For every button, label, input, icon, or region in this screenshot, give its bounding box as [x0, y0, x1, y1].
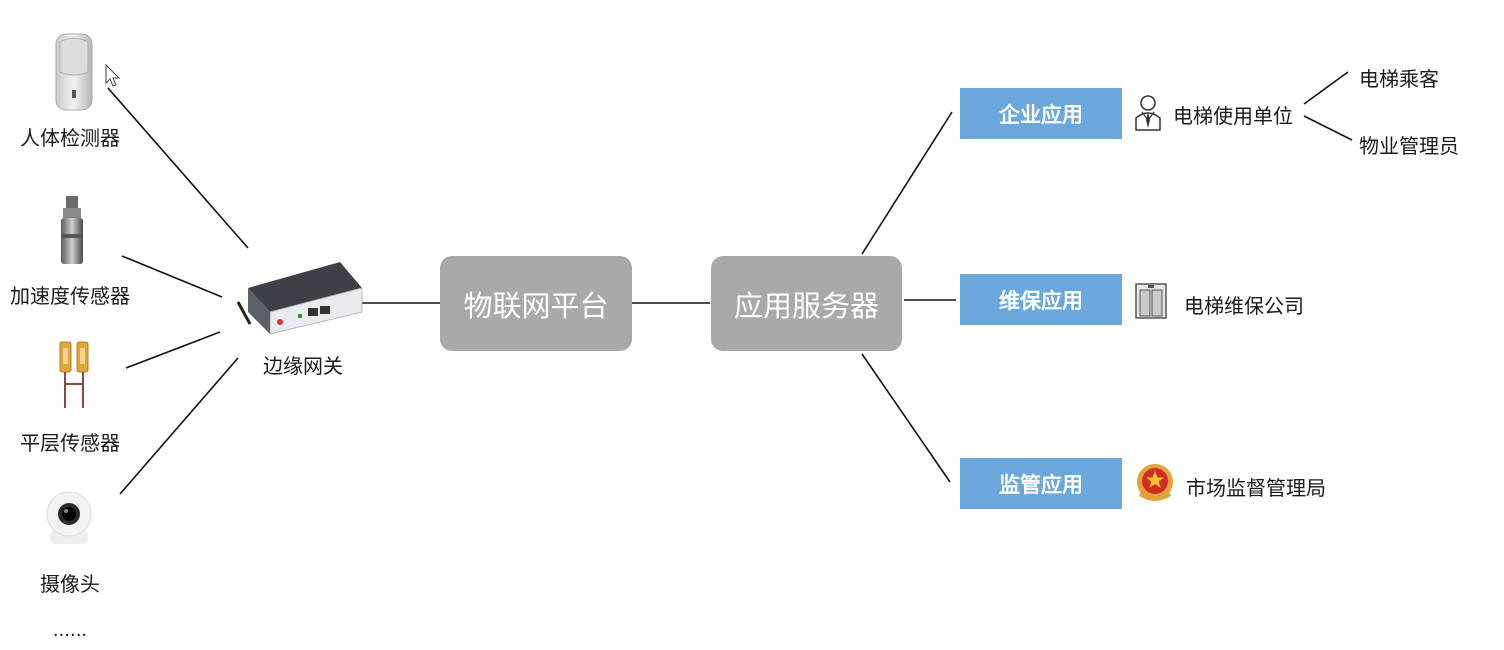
line-camera-gateway: [119, 357, 239, 495]
property-manager-label: 物业管理员: [1359, 134, 1459, 158]
person-icon: [1135, 95, 1161, 131]
line-server-supervision: [861, 353, 951, 483]
iot-platform-box: 物联网平台: [440, 256, 632, 351]
line-pir-gateway: [107, 87, 249, 249]
gateway-label: 边缘网关: [263, 354, 343, 378]
sensor-label-pir: 人体检测器: [20, 126, 120, 150]
accelerometer-icon: [61, 196, 83, 264]
elevator-user-unit-label: 电梯使用单位: [1173, 104, 1293, 128]
sensor-label-camera: 摄像头: [40, 572, 100, 596]
line-accel-gateway: [121, 255, 223, 298]
market-supervision-bureau-label: 市场监督管理局: [1186, 476, 1326, 500]
more-sensors-ellipsis: ......: [52, 620, 88, 641]
emblem-icon: [1137, 464, 1173, 501]
line-level-gateway: [125, 331, 221, 369]
supervision-app-box: 监管应用: [960, 458, 1122, 509]
sensor-label-level: 平层传感器: [20, 431, 120, 455]
line-unit-manager: [1303, 115, 1353, 141]
application-server-box: 应用服务器: [711, 256, 902, 351]
level-sensor-icon: [59, 341, 89, 408]
mouse-cursor-icon: [105, 64, 121, 87]
camera-icon: [46, 491, 92, 544]
elevator-icon: [1135, 283, 1167, 319]
enterprise-app-box: 企业应用: [960, 88, 1122, 139]
line-server-enterprise: [861, 111, 953, 255]
sensor-label-accelerometer: 加速度传感器: [10, 284, 130, 308]
maintenance-app-box: 维保应用: [960, 274, 1122, 325]
elevator-maintenance-company-label: 电梯维保公司: [1184, 294, 1304, 318]
pir-sensor-icon: [55, 33, 93, 111]
gateway-device-icon: [236, 262, 363, 335]
line-unit-passenger: [1303, 71, 1349, 105]
passenger-label: 电梯乘客: [1359, 67, 1439, 91]
